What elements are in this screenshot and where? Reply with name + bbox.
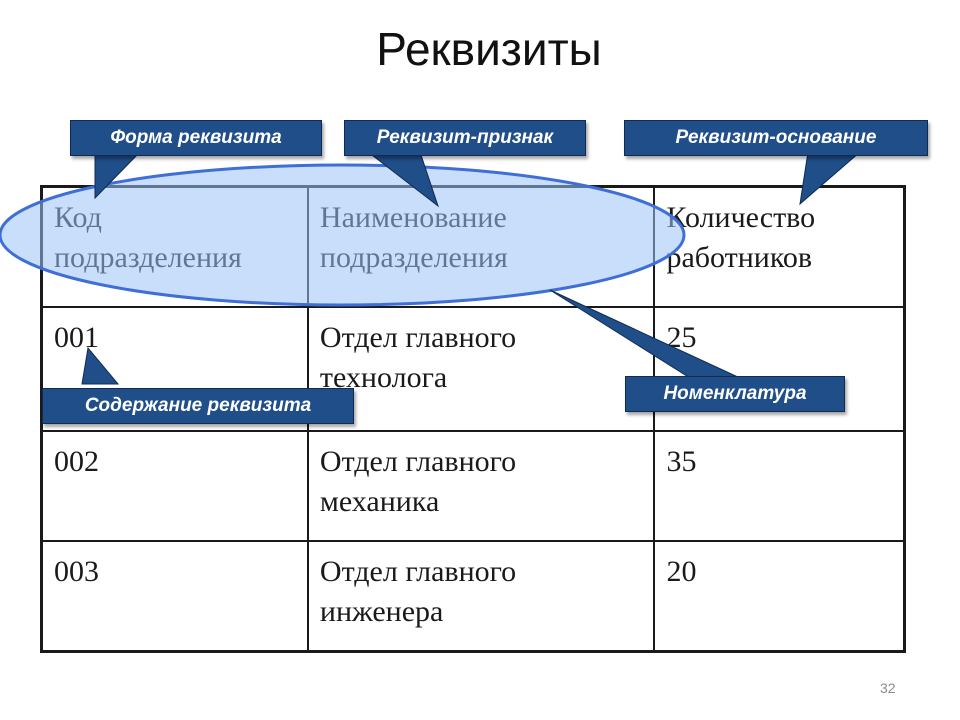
table-row: 003 Отдел главного инженера 20 [40, 540, 906, 653]
cell-name: Отдел главного технолога [319, 321, 517, 394]
table-row: 002 Отдел главного механика 35 [40, 430, 906, 542]
cell-name: Отдел главного инженера [319, 555, 517, 628]
callout-base: Реквизит-основание [624, 120, 928, 156]
table-cell: Отдел главного механика [306, 430, 656, 542]
table-cell: 003 [40, 540, 309, 653]
cell-count: 20 [666, 555, 697, 588]
callout-content: Содержание реквизита [42, 388, 354, 424]
callout-sign: Реквизит-признак [344, 120, 586, 156]
header-code: Код подразделения [54, 201, 242, 274]
header-count: Количество работников [666, 201, 816, 274]
header-cell: Код подразделения [40, 185, 309, 308]
table-cell: 002 [40, 430, 309, 542]
table-cell: 25 [653, 306, 906, 432]
table-cell: 35 [653, 430, 906, 542]
slide-title: Реквизиты [376, 23, 602, 75]
cell-count: 25 [666, 321, 697, 354]
callout-nomenclature: Номенклатура [625, 376, 845, 412]
table-cell: Отдел главного инженера [306, 540, 656, 653]
cell-code: 003 [54, 555, 99, 588]
header-name: Наименование подразделения [319, 201, 508, 274]
cell-code: 001 [54, 321, 99, 354]
table-header-row: Код подразделения Наименование подраздел… [40, 185, 906, 308]
table-cell: Отдел главного технолога [306, 306, 656, 432]
cell-code: 002 [54, 445, 99, 478]
cell-name: Отдел главного механика [319, 445, 517, 518]
slide-number: 32 [880, 680, 896, 696]
callout-form: Форма реквизита [70, 120, 322, 156]
header-cell: Количество работников [653, 185, 906, 308]
header-cell: Наименование подразделения [306, 185, 656, 308]
table-cell: 20 [653, 540, 906, 653]
cell-count: 35 [666, 445, 697, 478]
